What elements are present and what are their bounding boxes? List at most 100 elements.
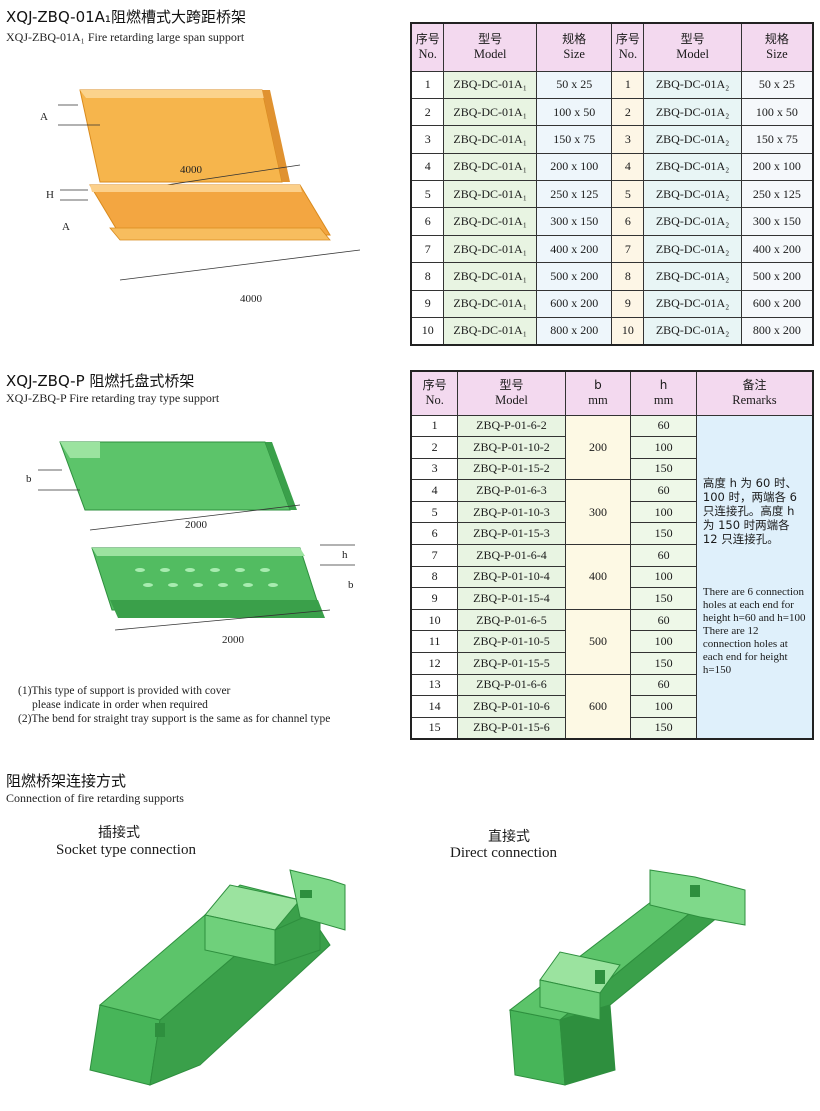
cell-model: ZBQ-P-01-15-2 (457, 457, 566, 481)
cell-size: 300 x 150 (535, 207, 613, 236)
cell-b-group: 600 (564, 673, 632, 740)
cell-no2: 1 (611, 70, 645, 99)
cell-model: ZBQ-P-01-6-6 (457, 673, 566, 697)
cell-no: 7 (410, 234, 445, 264)
cell-size2: 150 x 75 (740, 125, 814, 154)
cell-no: 4 (410, 479, 459, 502)
cell-no: 9 (410, 587, 459, 610)
cell-no: 14 (410, 695, 459, 718)
dim-b-label: b (26, 473, 32, 485)
cell-size2: 300 x 150 (740, 207, 814, 236)
dim-a2-label: A (62, 221, 70, 233)
cell-model: ZBQ-P-01-10-5 (457, 630, 566, 654)
section3-title-en: Connection of fire retarding supports (6, 791, 184, 805)
cell-no2: 8 (611, 262, 645, 291)
cell-model: ZBQ-P-01-10-6 (457, 695, 566, 718)
cell-b-group: 500 (564, 608, 632, 675)
cell-model: ZBQ-DC-01A₁ (443, 207, 537, 236)
section1-title-cn: XQJ-ZBQ-01A₁阻燃槽式大跨距桥架 (6, 8, 246, 26)
remarks-en: There are 6 connection holes at each end… (702, 586, 806, 677)
cell-model: ZBQ-P-01-15-4 (457, 587, 566, 610)
socket-caption-en: Socket type connection (56, 842, 196, 858)
cell-model2: ZBQ-DC-01A₂ (643, 152, 742, 182)
dim-length2-label: 4000 (240, 293, 263, 305)
dim-h-label: H (46, 189, 54, 201)
cell-h: 100 (630, 695, 697, 718)
cell-no: 12 (410, 652, 459, 675)
direct-caption-cn: 直接式 (488, 829, 530, 845)
cell-no: 13 (410, 673, 459, 697)
cell-size: 150 x 75 (535, 125, 613, 154)
cell-model: ZBQ-P-01-6-5 (457, 608, 566, 632)
cell-h: 60 (630, 544, 697, 567)
dim-b-label-2: b (348, 579, 354, 591)
note-2: (2)The bend for straight tray support is… (18, 713, 331, 725)
dim-2000-label-2: 2000 (222, 634, 245, 646)
cell-model: ZBQ-P-01-15-6 (457, 716, 566, 740)
direct-caption-en: Direct connection (450, 845, 558, 861)
cell-h: 60 (630, 673, 697, 697)
cell-no: 4 (410, 152, 445, 182)
cell-size: 50 x 25 (535, 70, 613, 99)
cell-no: 6 (410, 207, 445, 236)
cell-size2: 500 x 200 (740, 262, 814, 291)
perforation-holes (135, 568, 278, 587)
cell-h: 100 (630, 565, 697, 589)
cell-size: 200 x 100 (535, 152, 613, 182)
cell-no: 5 (410, 500, 459, 524)
cell-model2: ZBQ-DC-01A₂ (643, 262, 742, 291)
section1-title-en: XQJ-ZBQ-01A₁ Fire retarding large span s… (6, 30, 245, 44)
dim-a-label: A (40, 111, 48, 123)
cell-model: ZBQ-P-01-6-2 (457, 414, 566, 438)
cell-model: ZBQ-DC-01A₁ (443, 125, 537, 154)
cell-size2: 200 x 100 (740, 152, 814, 182)
remarks-cn: 高度 h 为 60 时、100 时，两端各 6 只连接孔。高度 h 为 150 … (702, 476, 797, 547)
cell-h: 150 (630, 522, 697, 546)
cell-model: ZBQ-DC-01A₁ (443, 317, 537, 346)
cell-model2: ZBQ-DC-01A₂ (643, 70, 742, 99)
socket-connection-drawing (89, 869, 346, 1086)
cell-model2: ZBQ-DC-01A₂ (643, 234, 742, 264)
channel-tray-shape (89, 184, 331, 236)
cell-remarks: 高度 h 为 60 时、100 时，两端各 6 只连接孔。高度 h 为 150 … (695, 414, 814, 740)
cell-no: 10 (410, 317, 445, 346)
cell-model: ZBQ-DC-01A₁ (443, 289, 537, 319)
cell-size: 600 x 200 (535, 289, 613, 319)
cell-b-group: 400 (564, 544, 632, 610)
cell-no: 8 (410, 262, 445, 291)
cell-size2: 50 x 25 (740, 70, 814, 99)
section2-title-cn: XQJ-ZBQ-P 阻燃托盘式桥架 (6, 372, 195, 390)
cell-no2: 2 (611, 97, 645, 127)
cell-no: 9 (410, 289, 445, 319)
cell-model: ZBQ-DC-01A₁ (443, 262, 537, 291)
cell-size2: 400 x 200 (740, 234, 814, 264)
cell-model2: ZBQ-DC-01A₂ (643, 317, 742, 346)
cell-h: 150 (630, 457, 697, 481)
cell-no: 10 (410, 608, 459, 632)
cell-model: ZBQ-DC-01A₁ (443, 70, 537, 99)
cell-model: ZBQ-DC-01A₁ (443, 180, 537, 209)
note-1-cont: please indicate in order when required (32, 699, 208, 711)
cell-size2: 600 x 200 (740, 289, 814, 319)
cell-h: 100 (630, 436, 697, 459)
cell-h: 150 (630, 652, 697, 675)
